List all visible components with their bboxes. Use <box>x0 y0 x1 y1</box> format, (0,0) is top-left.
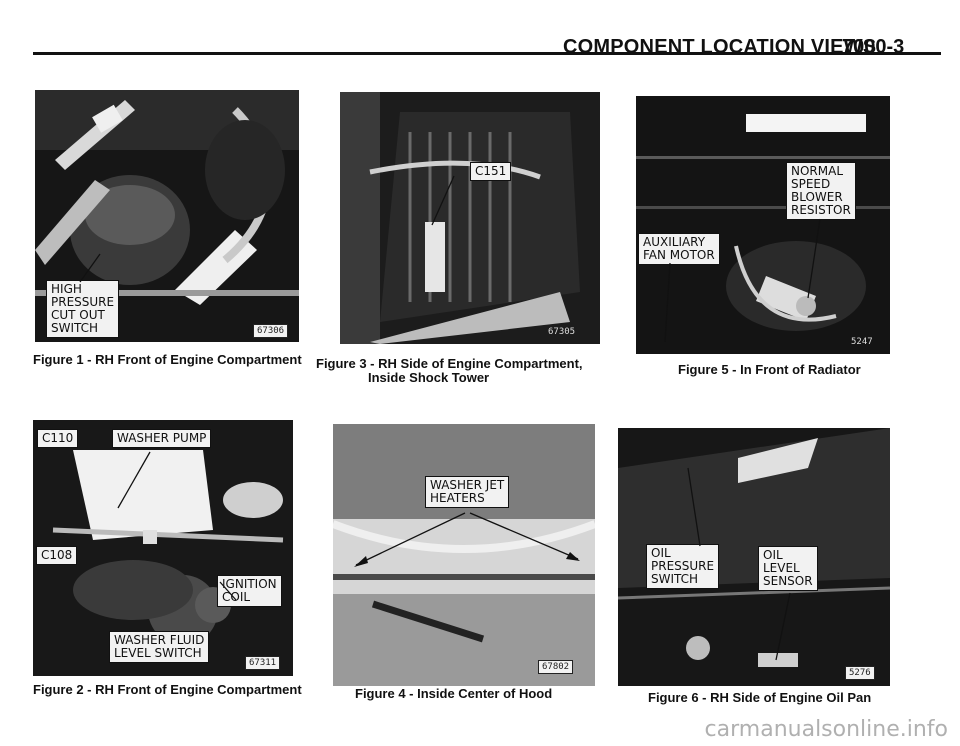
figure-6-caption: Figure 6 - RH Side of Engine Oil Pan <box>648 690 872 705</box>
label-auxiliary-fan-motor: AUXILIARY FAN MOTOR <box>638 233 720 265</box>
figure-1-image <box>35 90 299 342</box>
label-c108: C108 <box>36 546 78 565</box>
label-oil-pressure-switch: OIL PRESSURE SWITCH <box>646 544 720 589</box>
figure-3-image <box>340 92 600 344</box>
label-c110: C110 <box>37 429 79 448</box>
figure-3-caption-line2: Inside Shock Tower <box>368 370 490 385</box>
label-washer-jet-heaters: WASHER JET HEATERS <box>425 476 510 508</box>
figure-1-photo: HIGH PRESSURE CUT OUT SWITCH 67306 <box>35 90 299 342</box>
header-rule <box>33 52 941 55</box>
label-high-pressure-cut-out-switch: HIGH PRESSURE CUT OUT SWITCH <box>46 280 120 338</box>
figure-1-caption: Figure 1 - RH Front of Engine Compartmen… <box>33 352 302 367</box>
figure-2-photo: C110 WASHER PUMP C108 IGNITION COIL WASH… <box>33 420 293 676</box>
figure-5-photo: NORMAL SPEED BLOWER RESISTOR AUXILIARY F… <box>636 96 890 354</box>
photo-number: 5276 <box>845 666 875 680</box>
figure-3-caption-line1: Figure 3 - RH Side of Engine Compartment… <box>316 356 583 371</box>
label-oil-level-sensor: OIL LEVEL SENSOR <box>758 546 818 591</box>
label-c151: C151 <box>470 162 512 181</box>
photo-number: 67305 <box>548 327 576 337</box>
figure-6-photo: OIL PRESSURE SWITCH OIL LEVEL SENSOR 527… <box>618 428 890 686</box>
photo-number: 67311 <box>245 656 281 670</box>
figure-2-caption: Figure 2 - RH Front of Engine Compartmen… <box>33 682 302 697</box>
figure-5-caption: Figure 5 - In Front of Radiator <box>678 362 861 377</box>
label-normal-speed-blower-resistor: NORMAL SPEED BLOWER RESISTOR <box>786 162 856 220</box>
figure-3-photo: C151 67305 <box>340 92 600 344</box>
photo-number: 67306 <box>253 324 289 338</box>
label-washer-fluid-level-switch: WASHER FLUID LEVEL SWITCH <box>109 631 210 663</box>
photo-number: 5247 <box>851 337 873 347</box>
watermark: carmanualsonline.info <box>704 717 948 742</box>
figure-5-image <box>636 96 890 354</box>
photo-number: 67802 <box>538 660 574 674</box>
figure-4-caption: Figure 4 - Inside Center of Hood <box>355 686 553 701</box>
label-washer-pump: WASHER PUMP <box>112 429 212 448</box>
